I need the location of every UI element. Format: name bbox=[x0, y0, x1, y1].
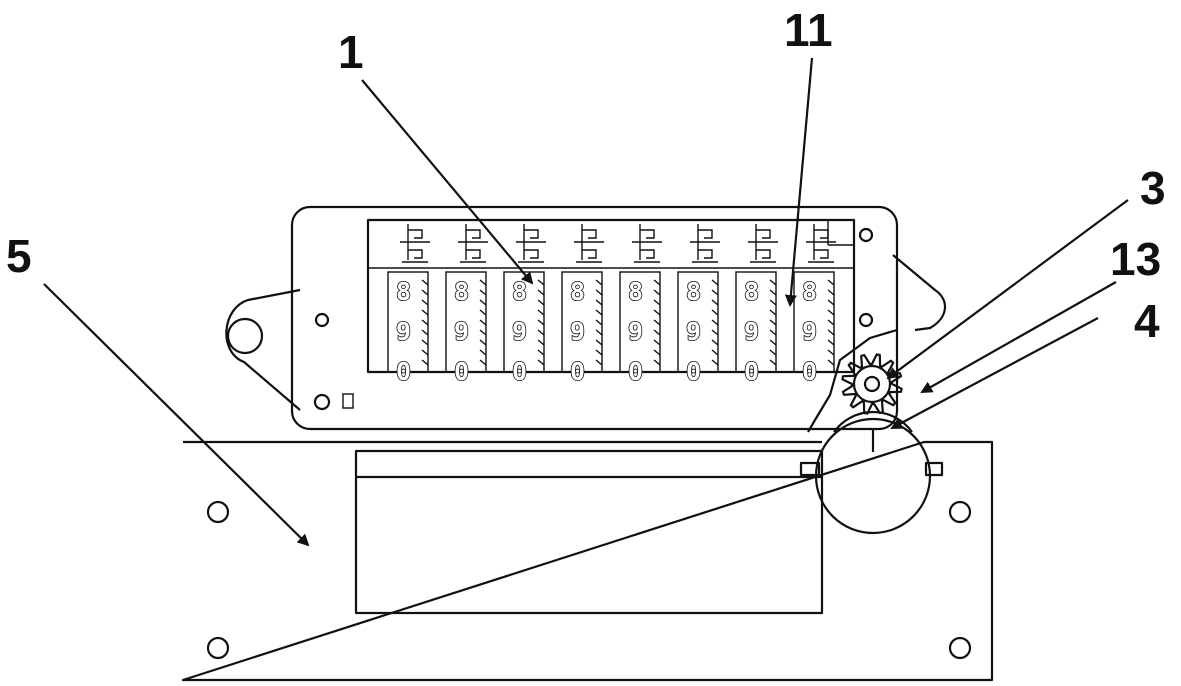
wheel-digit: 0 bbox=[628, 357, 643, 386]
wheel-digit: 8 bbox=[454, 277, 469, 306]
wheel-ratchet bbox=[653, 279, 661, 366]
number-wheel bbox=[445, 271, 487, 373]
base-plate bbox=[181, 440, 994, 682]
base-screw-hole bbox=[948, 500, 972, 524]
wheel-ratchet bbox=[421, 279, 429, 366]
disc-tab-right bbox=[924, 461, 944, 477]
base-plate-outline bbox=[181, 440, 994, 682]
gear-pocket bbox=[807, 328, 898, 433]
base-screw-hole bbox=[948, 636, 972, 660]
number-wheel bbox=[677, 271, 719, 373]
wheel-digit: 0 bbox=[570, 357, 585, 386]
leader-lines bbox=[43, 57, 1129, 547]
number-wheel bbox=[793, 271, 835, 373]
counter-window: 8 9 0 8 9 0 8 9 0 8 9 0 8 9 0 8 9 0 8 9 0 8 9 0 bbox=[366, 218, 856, 387]
wheel-digit: 9 bbox=[454, 317, 469, 346]
wheel-digit: 9 bbox=[512, 317, 527, 346]
leader-3 bbox=[886, 199, 1129, 380]
wheel-digit: 0 bbox=[396, 357, 411, 386]
gear-assembly bbox=[799, 353, 944, 535]
wheel-clip bbox=[458, 224, 488, 263]
wheel-ratchet bbox=[595, 279, 603, 366]
wheel-clip bbox=[400, 224, 430, 263]
base-window bbox=[354, 449, 824, 615]
screw-hole bbox=[314, 312, 330, 328]
small-slot bbox=[342, 393, 354, 409]
wheel-ratchet bbox=[711, 279, 719, 366]
left-mounting-ear bbox=[225, 288, 301, 411]
screw-hole bbox=[313, 393, 331, 411]
screw-hole bbox=[858, 312, 874, 328]
disc-tab-left bbox=[799, 461, 821, 477]
wheel-digit: 9 bbox=[686, 317, 701, 346]
wheel-digit: 8 bbox=[686, 277, 701, 306]
wheel-clip bbox=[574, 224, 604, 263]
gear-axle bbox=[863, 375, 881, 393]
callout-4: 4 bbox=[1134, 295, 1160, 347]
number-wheel bbox=[735, 271, 777, 373]
callout-11: 11 bbox=[784, 4, 833, 56]
number-wheels: 8 9 0 8 9 0 8 9 0 8 9 0 8 9 0 8 9 0 8 9 0 8 9 0 bbox=[387, 224, 836, 387]
wheel-digit: 0 bbox=[744, 357, 759, 386]
callout-3: 3 bbox=[1140, 162, 1166, 214]
wheel-digit: 8 bbox=[512, 277, 527, 306]
wheel-ratchet bbox=[537, 279, 545, 366]
wheel-digit: 0 bbox=[802, 357, 817, 386]
wheel-digit: 9 bbox=[570, 317, 585, 346]
wheel-clip bbox=[806, 224, 836, 263]
right-mounting-ear bbox=[892, 254, 946, 332]
wheel-clip bbox=[632, 224, 662, 263]
callout-1: 1 bbox=[338, 26, 364, 78]
wheel-digit: 9 bbox=[396, 317, 411, 346]
wheel-digit: 8 bbox=[628, 277, 643, 306]
number-wheel bbox=[561, 271, 603, 373]
window-frame bbox=[366, 218, 856, 374]
wheel-digit: 8 bbox=[802, 277, 817, 306]
wheel-clip bbox=[748, 224, 778, 263]
housing-body bbox=[290, 205, 899, 431]
wheel-digit: 0 bbox=[454, 357, 469, 386]
number-wheel bbox=[619, 271, 661, 373]
wheel-ratchet bbox=[827, 279, 835, 366]
left-ear-hole bbox=[226, 317, 264, 355]
callout-5: 5 bbox=[6, 230, 32, 282]
counter-housing bbox=[225, 205, 946, 433]
number-wheel bbox=[387, 271, 429, 373]
leader-5 bbox=[43, 283, 310, 547]
base-screw-hole bbox=[206, 636, 230, 660]
wheel-digit: 0 bbox=[512, 357, 527, 386]
wheel-digit: 8 bbox=[744, 277, 759, 306]
leader-11 bbox=[784, 57, 814, 307]
gear-hub bbox=[852, 364, 892, 404]
wheel-ratchet bbox=[769, 279, 777, 366]
base-screw-hole bbox=[206, 500, 230, 524]
encoder-arc bbox=[833, 410, 913, 433]
leader-1 bbox=[361, 79, 534, 285]
wheel-clip bbox=[690, 224, 720, 263]
leader-4 bbox=[890, 317, 1099, 429]
screw-hole bbox=[858, 227, 874, 243]
wheel-digit: 9 bbox=[628, 317, 643, 346]
drive-gear bbox=[841, 353, 903, 415]
wheel-digit: 8 bbox=[570, 277, 585, 306]
callout-13: 13 bbox=[1110, 233, 1161, 285]
gear-teeth bbox=[841, 353, 903, 415]
wheel-digit: 8 bbox=[396, 277, 411, 306]
wheel-digit: 9 bbox=[802, 317, 817, 346]
wheel-clip bbox=[516, 224, 546, 263]
wheel-ratchet bbox=[479, 279, 487, 366]
wheel-digit: 0 bbox=[686, 357, 701, 386]
leader-13 bbox=[920, 281, 1117, 393]
wheel-digit: 9 bbox=[744, 317, 759, 346]
callout-labels: 1 11 3 13 4 5 bbox=[6, 4, 1166, 347]
